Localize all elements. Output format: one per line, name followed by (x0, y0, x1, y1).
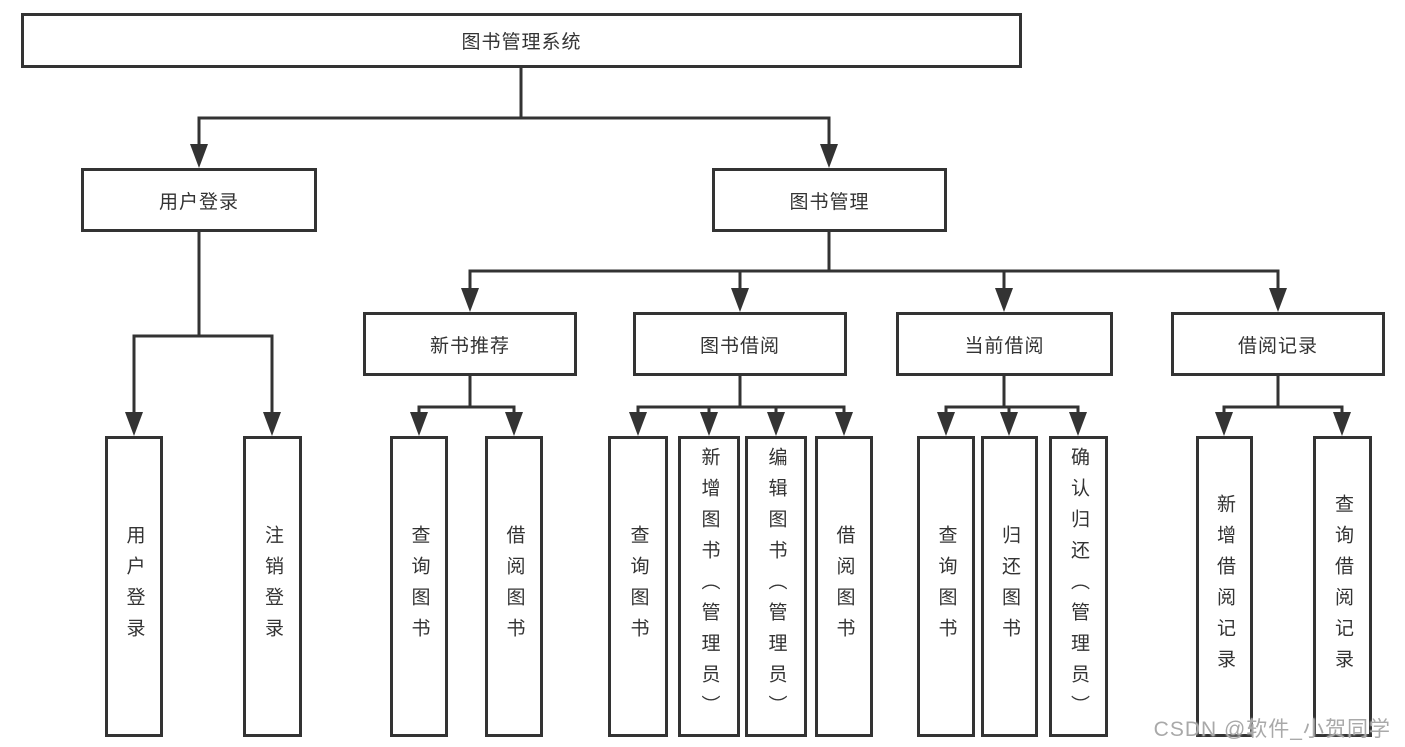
leaf-borrow-books: 借阅图书 (815, 436, 873, 737)
csdn-watermark: CSDN @软件_小贺同学 (1153, 718, 1391, 741)
node-library-system: 图书管理系统 (21, 13, 1022, 68)
leaf-add-borrow-record: 新增借阅记录 (1196, 436, 1253, 737)
leaf-query-books-recommend: 查询图书 (390, 436, 448, 737)
leaf-edit-books-admin: 编辑图书（管理员） (745, 436, 807, 737)
node-borrow-record: 借阅记录 (1171, 312, 1385, 376)
node-book-borrow: 图书借阅 (633, 312, 847, 376)
node-user-login: 用户登录 (81, 168, 317, 232)
leaf-add-books-admin: 新增图书（管理员） (678, 436, 740, 737)
leaf-query-borrow-record: 查询借阅记录 (1313, 436, 1372, 737)
leaf-confirm-return-admin: 确认归还（管理员） (1049, 436, 1108, 737)
leaf-query-books-current: 查询图书 (917, 436, 975, 737)
leaf-query-books-borrow: 查询图书 (608, 436, 668, 737)
leaf-user-login: 用户登录 (105, 436, 163, 737)
leaf-return-books: 归还图书 (981, 436, 1038, 737)
node-book-management: 图书管理 (712, 168, 947, 232)
leaf-logout: 注销登录 (243, 436, 302, 737)
node-current-borrow: 当前借阅 (896, 312, 1113, 376)
node-new-book-recommend: 新书推荐 (363, 312, 577, 376)
leaf-borrow-books-recommend: 借阅图书 (485, 436, 543, 737)
arrowheads (125, 144, 1351, 436)
